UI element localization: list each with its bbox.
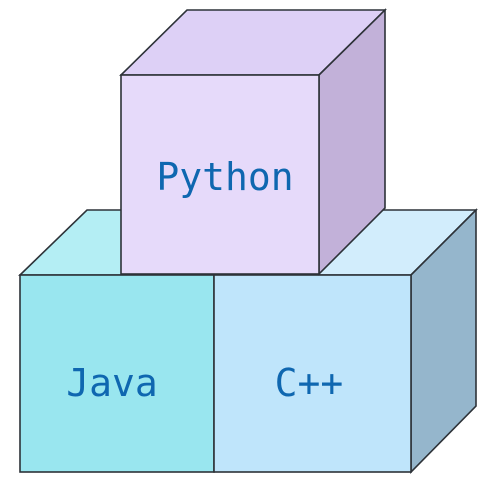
cpp-block-label: C++	[275, 361, 344, 405]
java-block-front-face	[19, 274, 215, 473]
python-block-front-face	[120, 74, 320, 275]
cpp-block-front-face	[213, 274, 412, 473]
python-block-label: Python	[156, 155, 293, 199]
java-block-label: Java	[66, 361, 158, 405]
